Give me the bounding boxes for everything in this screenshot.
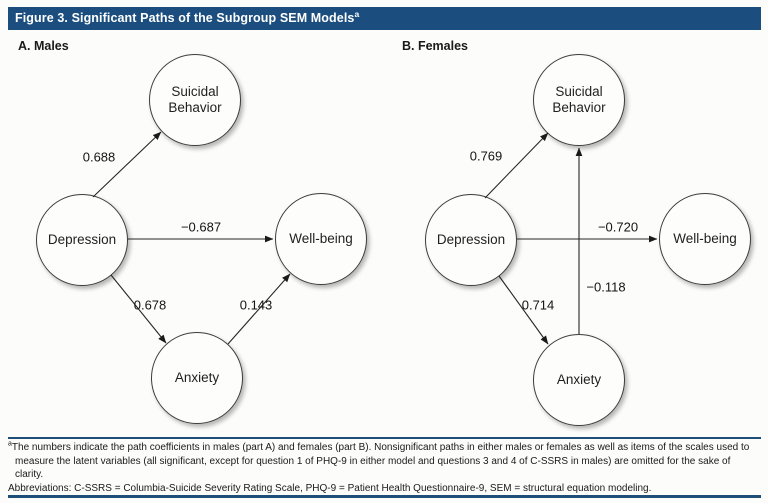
node-anxiety-males: Anxiety bbox=[151, 332, 243, 424]
node-label-anxiety-females: Anxiety bbox=[556, 371, 602, 387]
footnote-text: aThe numbers indicate the path coefficie… bbox=[8, 441, 761, 482]
node-label-suicidal-behavior-males: Suicidal Behavior bbox=[168, 83, 222, 115]
node-label-wellbeing-males: Well-being bbox=[289, 230, 353, 246]
coefficient-depression-anxiety-males: 0.678 bbox=[133, 297, 167, 313]
node-depression-males: Depression bbox=[36, 194, 128, 286]
figure-title: Figure 3. Significant Paths of the Subgr… bbox=[15, 11, 355, 25]
footnote-marker: a bbox=[8, 440, 12, 448]
node-label-wellbeing-females: Well-being bbox=[673, 230, 737, 246]
footnote-divider-rule bbox=[8, 437, 761, 439]
coefficient-depression-wellbeing-females: −0.720 bbox=[597, 219, 639, 235]
node-wellbeing-males: Well-being bbox=[275, 193, 367, 285]
arrow-depression-to-suicidal-males bbox=[92, 131, 162, 198]
coefficient-anxiety-suicidal-females: −0.118 bbox=[586, 279, 626, 295]
node-suicidal-behavior-males: Suicidal Behavior bbox=[149, 54, 241, 146]
coefficient-depression-suicidal-males: 0.688 bbox=[82, 149, 116, 165]
arrow-depression-to-suicidal-females bbox=[484, 132, 549, 199]
footnote-note-text: The numbers indicate the path coefficien… bbox=[11, 442, 750, 481]
panel-label-females: B. Females bbox=[402, 39, 469, 53]
coefficient-depression-anxiety-females: 0.714 bbox=[521, 297, 555, 313]
figure-bottom-rule bbox=[8, 495, 761, 498]
node-anxiety-females: Anxiety bbox=[533, 334, 625, 426]
coefficient-depression-suicidal-females: 0.769 bbox=[469, 148, 503, 164]
node-label-anxiety-males: Anxiety bbox=[174, 369, 220, 385]
figure-title-bar: Figure 3. Significant Paths of the Subgr… bbox=[8, 7, 761, 30]
footnote-block: aThe numbers indicate the path coefficie… bbox=[8, 441, 761, 495]
coefficient-depression-wellbeing-males: −0.687 bbox=[180, 219, 222, 235]
node-label-suicidal-behavior-females: Suicidal Behavior bbox=[552, 83, 606, 115]
figure-title-footnote-marker: a bbox=[354, 8, 360, 19]
panel-label-males: A. Males bbox=[18, 39, 69, 53]
node-suicidal-behavior-females: Suicidal Behavior bbox=[533, 54, 625, 146]
node-label-depression-males: Depression bbox=[47, 231, 117, 247]
node-label-depression-females: Depression bbox=[436, 231, 506, 247]
node-depression-females: Depression bbox=[425, 194, 517, 286]
footnote-abbreviations: Abbreviations: C-SSRS = Columbia-Suicide… bbox=[8, 482, 652, 494]
node-wellbeing-females: Well-being bbox=[659, 193, 751, 285]
coefficient-anxiety-wellbeing-males: 0.143 bbox=[239, 297, 273, 313]
